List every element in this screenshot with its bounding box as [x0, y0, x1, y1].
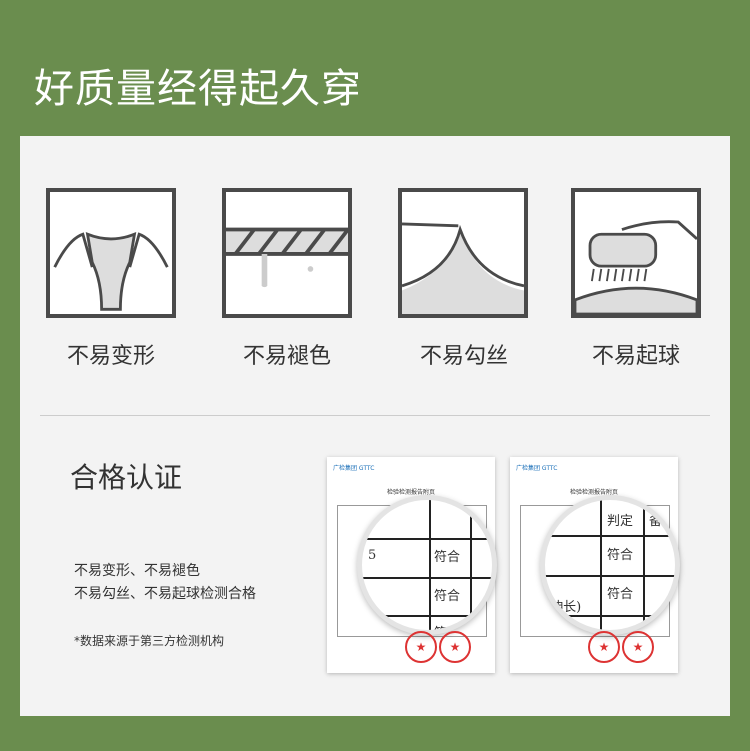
feature-label: 不易起球 [591, 344, 680, 369]
stretch-icon [46, 188, 176, 318]
lens-text: 符合 [607, 548, 634, 563]
magnifier: 5 符合 符合 符合 [357, 495, 497, 635]
seal-icon: ★ [405, 631, 437, 663]
test-report-1: 广检集团 GTTC 检验检测报告附页 5 符合 符合 符合 ★ ★ [327, 457, 497, 673]
lens-text: 判定 [607, 514, 634, 529]
fade-icon [222, 188, 352, 318]
snag-icon [398, 188, 528, 318]
pilling-icon [571, 188, 701, 318]
cert-line: 不易变形、不易褪色 [74, 563, 200, 579]
page-title: 好质量经得起久穿 [34, 66, 362, 112]
seal-icon: ★ [588, 631, 620, 663]
lens-text: 符合 [607, 587, 634, 602]
seal-icon: ★ [622, 631, 654, 663]
seal-icon: ★ [439, 631, 471, 663]
lens-text: 符合 [434, 626, 461, 635]
divider [40, 415, 710, 416]
magnifier: 判定 备注 符合 (伸长) 变化。 符合 [540, 495, 680, 635]
report-org: 广检集团 GTTC [333, 465, 375, 472]
lens-text: (伸长) [545, 600, 582, 615]
feature-label: 不易勾丝 [419, 344, 508, 369]
cert-heading: 合格认证 [70, 461, 183, 494]
lens-text: 符合 [434, 550, 461, 565]
cert-line: 不易勾丝、不易起球检测合格 [74, 586, 256, 602]
content-panel: 不易变形 不易褪色 不易勾丝 不易起球 合格认证 不易变形、不易褪色 不易勾丝、… [20, 136, 730, 716]
test-report-2: 广检集团 GTTC 检验检测报告附页 判定 备注 符合 (伸长) 变化。 符合 … [510, 457, 680, 673]
report-title: 检验检测报告附页 [386, 489, 435, 496]
lens-text: 变化。 [547, 620, 587, 635]
report-title: 检验检测报告附页 [569, 489, 618, 496]
feature-label: 不易褪色 [242, 344, 331, 369]
cert-note: *数据来源于第三方检测机构 [74, 634, 225, 648]
lens-text: 备注 [649, 514, 676, 529]
feature-label: 不易变形 [66, 344, 155, 369]
report-org: 广检集团 GTTC [516, 465, 558, 472]
lens-text: 符合 [434, 589, 461, 604]
lens-text: 5 [368, 548, 377, 563]
